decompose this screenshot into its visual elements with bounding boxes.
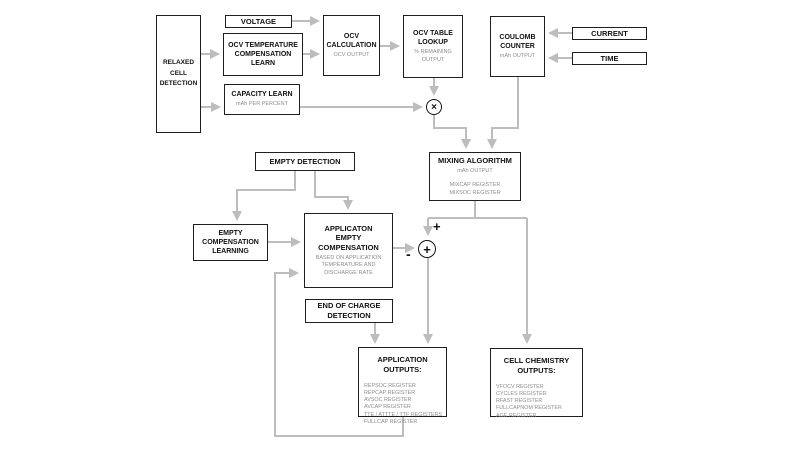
node-time: TIME bbox=[572, 52, 647, 65]
node-subtitle: OCV OUTPUT bbox=[333, 51, 370, 58]
node-mixing-algorithm: MIXING ALGORITHM mAh OUTPUT MIXCAP REGIS… bbox=[429, 152, 521, 201]
node-title: EMPTY COMPENSATION LEARNING bbox=[202, 229, 259, 256]
node-title: APPLICATION OUTPUTS: bbox=[377, 355, 428, 374]
node-registers: REPSOC REGISTER REPCAP REGISTER AVSOC RE… bbox=[364, 382, 442, 425]
node-subtitle: mAh PER PERCENT bbox=[236, 101, 288, 108]
node-ocv-temp-comp-learn: OCV TEMPERATURE COMPENSATION LEARN bbox=[223, 33, 303, 76]
node-title: OCV CALCULATION bbox=[326, 32, 377, 49]
node-title: CAPACITY LEARN bbox=[231, 91, 293, 99]
node-voltage: VOLTAGE bbox=[225, 15, 292, 28]
node-application-outputs: APPLICATION OUTPUTS: REPSOC REGISTER REP… bbox=[358, 347, 447, 425]
node-title: MIXING ALGORITHM bbox=[438, 155, 512, 165]
node-subtitle: % REMAINING OUTPUT bbox=[414, 49, 452, 63]
node-title: APPLICATON EMPTY COMPENSATION bbox=[318, 223, 379, 253]
node-empty-detection: EMPTY DETECTION bbox=[255, 152, 355, 171]
wire-emptydet-to-learning bbox=[232, 171, 296, 221]
node-subtitle: mAh OUTPUT bbox=[457, 167, 493, 174]
sum-plus-sign-label: + bbox=[433, 219, 441, 234]
node-title: CELL CHEMISTRY OUTPUTS: bbox=[503, 356, 570, 375]
multiply-icon: × bbox=[431, 101, 437, 113]
node-title: CURRENT bbox=[591, 28, 628, 38]
node-ocv-calculation: OCV CALCULATION OCV OUTPUT bbox=[323, 15, 380, 76]
node-title: EMPTY DETECTION bbox=[269, 156, 341, 166]
multiply-junction: × bbox=[426, 99, 442, 115]
node-title: VOLTAGE bbox=[240, 16, 277, 26]
node-registers: MIXCAP REGISTER MIXSOC REGISTER bbox=[449, 182, 501, 196]
wire-feedback-loop bbox=[274, 268, 404, 437]
node-empty-compensation-learning: EMPTY COMPENSATION LEARNING bbox=[193, 224, 268, 261]
node-capacity-learn: CAPACITY LEARN mAh PER PERCENT bbox=[224, 84, 300, 115]
plus-icon: + bbox=[423, 241, 431, 257]
wire-coulomb-to-mixing bbox=[487, 77, 519, 149]
wire-multiply-to-mixing bbox=[433, 115, 471, 149]
node-cell-chemistry-outputs: CELL CHEMISTRY OUTPUTS: VFOCV REGISTER C… bbox=[490, 348, 583, 419]
node-ocv-table-lookup: OCV TABLE LOOKUP % REMAINING OUTPUT bbox=[403, 15, 463, 78]
node-title: COULOMB COUNTER bbox=[499, 33, 536, 50]
node-title: OCV TABLE LOOKUP bbox=[413, 29, 453, 47]
node-subtitle: BASED ON APPLICATION TEMPERATURE AND DIS… bbox=[315, 254, 382, 276]
sum-junction: + bbox=[418, 240, 436, 258]
sum-minus-sign-label: - bbox=[406, 246, 411, 262]
node-title: OCV TEMPERATURE COMPENSATION LEARN bbox=[228, 41, 298, 68]
node-title: TIME bbox=[600, 53, 619, 63]
node-coulomb-counter: COULOMB COUNTER mAh OUTPUT bbox=[490, 16, 545, 77]
wire-emptydet-to-appempty bbox=[314, 171, 353, 210]
node-title: RELAXED CELL DETECTION bbox=[159, 59, 198, 88]
node-registers: VFOCV REGISTER CYCLES REGISTER RFAST REG… bbox=[496, 383, 562, 419]
node-applicaton-empty-compensation: APPLICATON EMPTY COMPENSATION BASED ON A… bbox=[304, 213, 393, 288]
node-current: CURRENT bbox=[572, 27, 647, 40]
node-title: END OF CHARGE DETECTION bbox=[317, 301, 381, 320]
node-subtitle: mAh OUTPUT bbox=[499, 52, 536, 59]
node-relaxed-cell-detection: RELAXED CELL DETECTION bbox=[156, 15, 201, 133]
node-end-of-charge-detection: END OF CHARGE DETECTION bbox=[305, 299, 393, 323]
